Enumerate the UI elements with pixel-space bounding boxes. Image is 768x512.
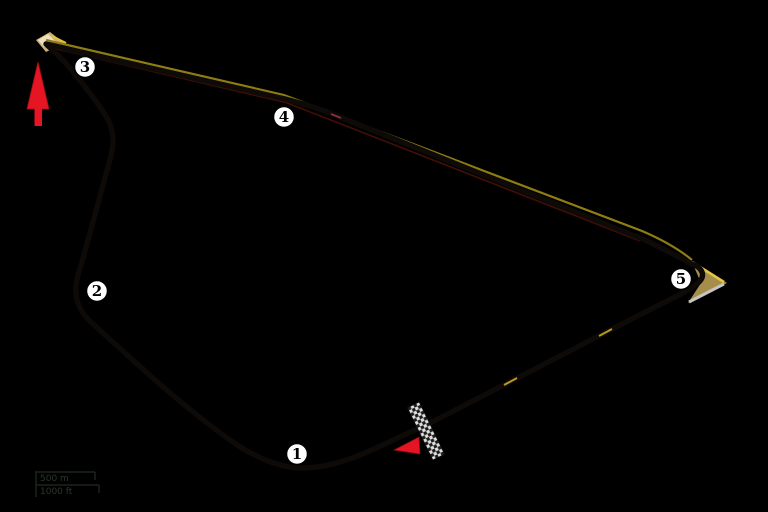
scale-bar-lines — [35, 471, 100, 497]
corner-marker-5: 5 — [669, 267, 693, 291]
corner-marker-circle — [285, 442, 309, 466]
corner-marker-circle — [85, 279, 109, 303]
north-arrow-icon — [26, 61, 50, 126]
corner-marker-number: 4 — [279, 108, 289, 126]
corner-marker-number: 1 — [292, 445, 302, 463]
turn5-runoff-gray-arm — [688, 282, 725, 304]
yellow-dash-2 — [598, 328, 613, 337]
scale-imperial-label: 1000 ft — [40, 487, 73, 497]
corner-markers: 1 2 3 4 5 — [73, 55, 693, 466]
corner-marker-number: 3 — [80, 58, 90, 76]
start-finish-checkered-line — [407, 401, 445, 461]
direction-arrow-icon — [392, 436, 421, 455]
red-dash-turn4 — [330, 113, 342, 119]
turn3-curb-yellow-stripe — [51, 35, 67, 44]
corner-marker-1: 1 — [285, 442, 309, 466]
corner-marker-3: 3 — [73, 55, 97, 79]
corner-marker-circle — [669, 267, 693, 291]
corner-marker-circle — [272, 105, 296, 129]
yellow-dash-1 — [503, 377, 518, 386]
corner-marker-number: 5 — [676, 270, 686, 288]
scale-bar: 500 m 1000 ft — [35, 471, 100, 497]
track-outline — [43, 41, 706, 471]
turn5-runoff-tan — [688, 262, 727, 303]
corner-marker-circle — [73, 55, 97, 79]
north-arrow-tail — [34, 107, 42, 126]
scale-metric-label: 500 m — [40, 474, 69, 484]
track-edge-line-yellow — [45, 38, 693, 261]
corner-marker-2: 2 — [85, 279, 109, 303]
curb-dashes — [330, 113, 613, 386]
corner-marker-4: 4 — [272, 105, 296, 129]
corner-marker-number: 2 — [92, 282, 102, 300]
